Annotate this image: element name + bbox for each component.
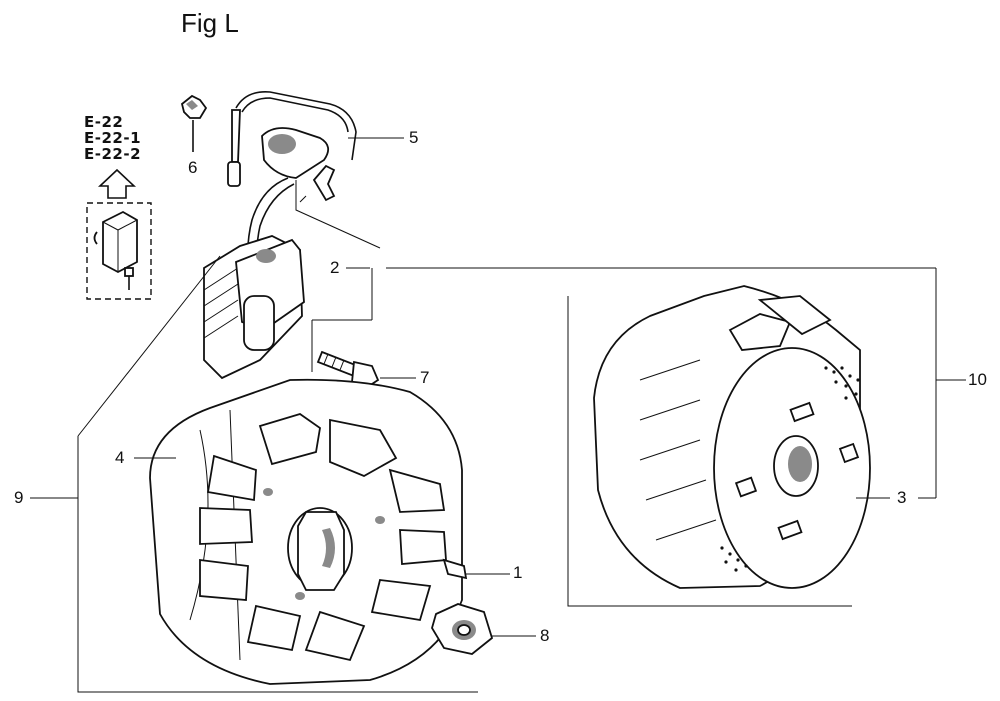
part-2-ignition-coil — [203, 177, 305, 380]
reference-coil-box — [86, 202, 152, 300]
callout-1: 1 — [513, 563, 523, 582]
callout-9: 9 — [14, 488, 24, 507]
callout-4: 4 — [115, 448, 125, 467]
callout-2: 2 — [330, 258, 340, 277]
ref-code-e22-2: E-22-2 — [84, 145, 142, 163]
ref-code-e22-1: E-22-1 — [84, 129, 142, 147]
leader-lines — [30, 137, 966, 693]
callout-6: 6 — [188, 158, 198, 177]
callout-5: 5 — [409, 128, 419, 147]
callout-3: 3 — [897, 488, 907, 507]
part-1-key — [442, 558, 468, 580]
up-arrow-icon — [97, 168, 137, 199]
part-4-flywheel — [149, 378, 463, 685]
ref-code-e22: E-22 — [84, 113, 124, 131]
callout-8: 8 — [540, 626, 550, 645]
part-3-flywheel — [593, 285, 871, 589]
part-5-plug-cap — [227, 91, 381, 249]
figure-title: Fig L — [181, 8, 239, 38]
callout-10: 10 — [968, 370, 987, 389]
callout-7: 7 — [420, 368, 430, 387]
part-6-clip — [180, 94, 208, 152]
part-8-nut — [431, 603, 494, 655]
